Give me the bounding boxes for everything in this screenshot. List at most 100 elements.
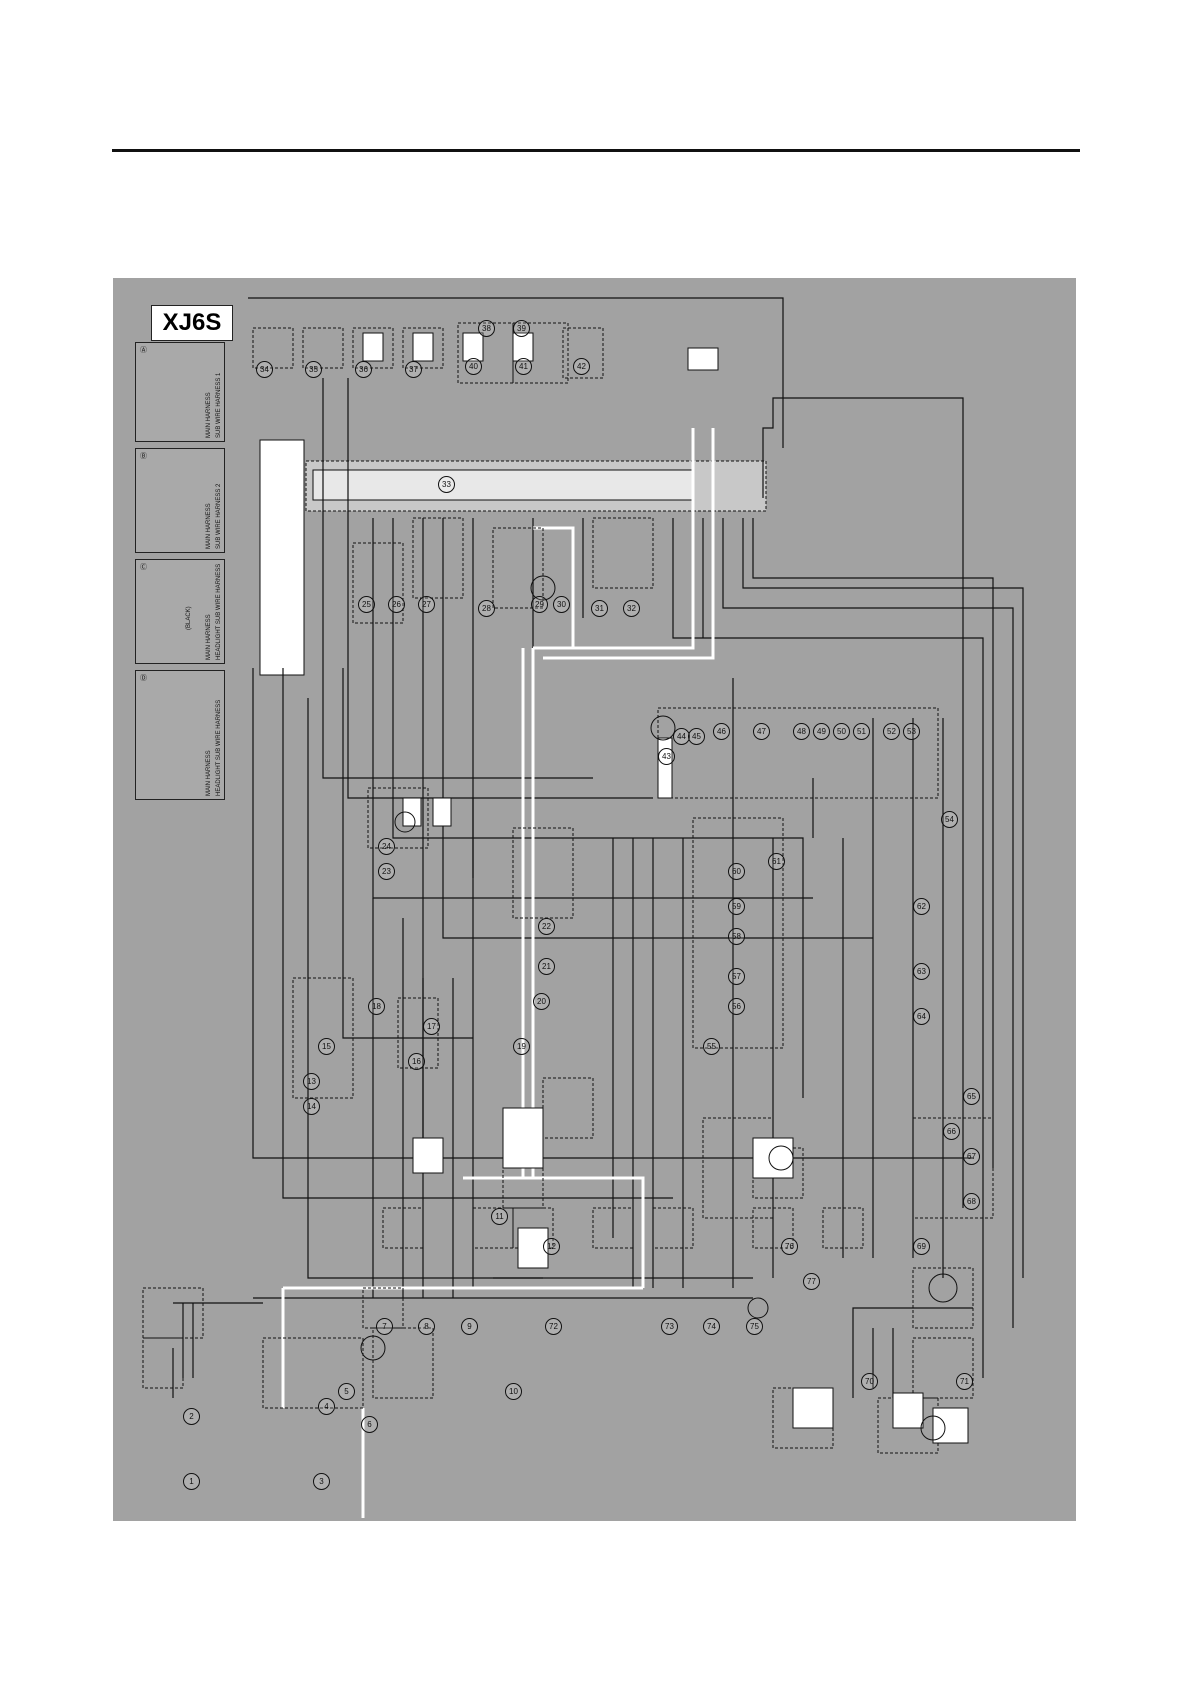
legend-label-c-right: HEADLIGHT SUB WIRE HARNESS [216, 563, 222, 660]
callout-43: 43 [658, 748, 675, 765]
callout-13: 13 [303, 1073, 320, 1090]
callout-23: 23 [378, 863, 395, 880]
callout-34: 34 [256, 361, 273, 378]
callout-38: 38 [478, 320, 495, 337]
callout-74: 74 [703, 1318, 720, 1335]
callout-62: 62 [913, 898, 930, 915]
callout-41: 41 [515, 358, 532, 375]
callout-20: 20 [533, 993, 550, 1010]
callout-35: 35 [305, 361, 322, 378]
callout-50: 50 [833, 723, 850, 740]
legend-label-b-right: SUB WIRE HARNESS 2 [216, 483, 222, 549]
ecu-inner [312, 469, 694, 501]
legend-label-d-right: HEADLIGHT SUB WIRE HARNESS [216, 699, 222, 796]
callout-69: 69 [913, 1238, 930, 1255]
callout-21: 21 [538, 958, 555, 975]
callout-11: 11 [491, 1208, 508, 1225]
legend-box-c: Ⓒ MAIN HARNESS HEADLIGHT SUB WIRE HARNES… [135, 559, 225, 664]
legend-box-b: Ⓑ MAIN HARNESS SUB WIRE HARNESS 2 [135, 448, 225, 553]
callout-42: 42 [573, 358, 590, 375]
callout-48: 48 [793, 723, 810, 740]
legend-label-a-right: SUB WIRE HARNESS 1 [216, 372, 222, 438]
callout-47: 47 [753, 723, 770, 740]
callout-4: 4 [318, 1398, 335, 1415]
wiring-diagram-panel: XJ6S Ⓐ MAIN HARNESS SUB WIRE HARNESS 1 Ⓑ… [113, 278, 1076, 1521]
connector-blocks [362, 332, 969, 1444]
callout-73: 73 [661, 1318, 678, 1335]
callout-3: 3 [313, 1473, 330, 1490]
callout-60: 60 [728, 863, 745, 880]
legend-marker-b: Ⓑ [140, 453, 147, 460]
callout-19: 19 [513, 1038, 530, 1055]
callout-37: 37 [405, 361, 422, 378]
round-components [360, 575, 958, 1441]
legend-marker-c: Ⓒ [140, 564, 147, 571]
legend-label-b-left: MAIN HARNESS [206, 503, 212, 549]
legend-marker-d: Ⓓ [140, 675, 147, 682]
callout-55: 55 [703, 1038, 720, 1055]
callout-59: 59 [728, 898, 745, 915]
legend-box-d: Ⓓ MAIN HARNESS HEADLIGHT SUB WIRE HARNES… [135, 670, 225, 800]
callout-71: 71 [956, 1373, 973, 1390]
callout-17: 17 [423, 1018, 440, 1035]
callout-77: 77 [803, 1273, 820, 1290]
callout-6: 6 [361, 1416, 378, 1433]
callout-30: 30 [553, 596, 570, 613]
legend-label-a-left: MAIN HARNESS [206, 392, 212, 438]
callout-63: 63 [913, 963, 930, 980]
callout-72: 72 [545, 1318, 562, 1335]
callout-70: 70 [861, 1373, 878, 1390]
callout-46: 46 [713, 723, 730, 740]
callout-18: 18 [368, 998, 385, 1015]
harness-legend: Ⓐ MAIN HARNESS SUB WIRE HARNESS 1 Ⓑ MAIN… [135, 302, 225, 800]
header-rule [112, 149, 1080, 152]
callout-65: 65 [963, 1088, 980, 1105]
callout-26: 26 [388, 596, 405, 613]
callout-57: 57 [728, 968, 745, 985]
callout-66: 66 [943, 1123, 960, 1140]
callout-22: 22 [538, 918, 555, 935]
callout-10: 10 [505, 1383, 522, 1400]
callout-1: 1 [183, 1473, 200, 1490]
callout-12: 12 [543, 1238, 560, 1255]
callout-9: 9 [461, 1318, 478, 1335]
legend-label-d-left: MAIN HARNESS [206, 750, 212, 796]
callout-75: 75 [746, 1318, 763, 1335]
callout-2: 2 [183, 1408, 200, 1425]
callout-45: 45 [688, 728, 705, 745]
callout-14: 14 [303, 1098, 320, 1115]
callout-58: 58 [728, 928, 745, 945]
callout-54: 54 [941, 811, 958, 828]
callout-51: 51 [853, 723, 870, 740]
callout-33: 33 [438, 476, 455, 493]
callout-52: 52 [883, 723, 900, 740]
callout-67: 67 [963, 1148, 980, 1165]
callout-7: 7 [376, 1318, 393, 1335]
ecu-pin-table [259, 439, 305, 676]
callout-31: 31 [591, 600, 608, 617]
legend-note-c: (BLACK) [186, 606, 192, 630]
callout-76: 76 [781, 1238, 798, 1255]
wiring-diagram [142, 297, 1024, 1518]
callout-39: 39 [513, 320, 530, 337]
callout-5: 5 [338, 1383, 355, 1400]
callout-40: 40 [465, 358, 482, 375]
model-badge: XJ6S [151, 305, 233, 341]
callout-24: 24 [378, 838, 395, 855]
callout-16: 16 [408, 1053, 425, 1070]
callout-49: 49 [813, 723, 830, 740]
legend-marker-a: Ⓐ [140, 347, 147, 354]
callout-53: 53 [903, 723, 920, 740]
callout-8: 8 [418, 1318, 435, 1335]
legend-label-c-left: MAIN HARNESS [206, 614, 212, 660]
callout-64: 64 [913, 1008, 930, 1025]
callout-29: 29 [531, 596, 548, 613]
callout-28: 28 [478, 600, 495, 617]
callout-32: 32 [623, 600, 640, 617]
callout-25: 25 [358, 596, 375, 613]
callout-68: 68 [963, 1193, 980, 1210]
legend-box-a: Ⓐ MAIN HARNESS SUB WIRE HARNESS 1 [135, 342, 225, 442]
callout-27: 27 [418, 596, 435, 613]
callout-61: 61 [768, 853, 785, 870]
callout-56: 56 [728, 998, 745, 1015]
